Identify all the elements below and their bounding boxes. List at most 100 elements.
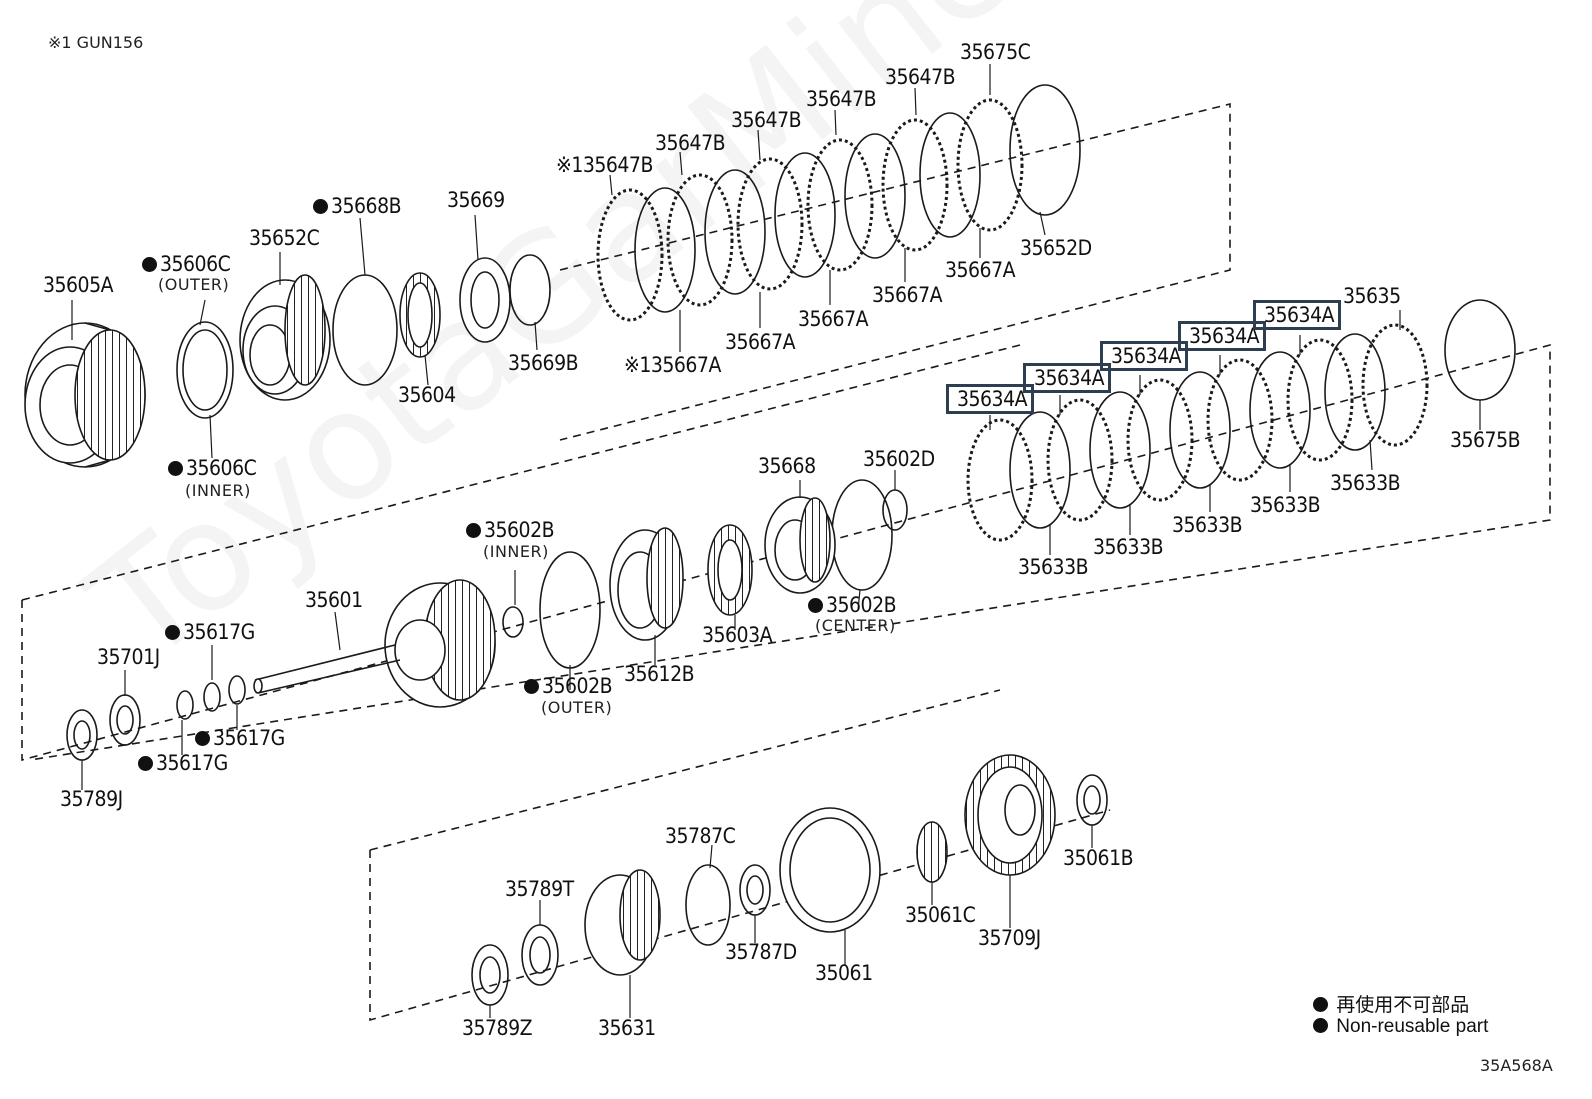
label-35647B-5[interactable]: ※135647B [556, 153, 653, 177]
nonreusable-dot-icon [313, 199, 328, 214]
label-35602B-center[interactable]: 35602B [808, 595, 897, 616]
label-35601[interactable]: 35601 [305, 588, 363, 612]
label-35652C[interactable]: 35652C [249, 226, 320, 250]
ring-35617G-a [228, 675, 246, 705]
label-35602B-inner[interactable]: 35602B [466, 520, 555, 541]
label-35709J[interactable]: 35709J [978, 926, 1041, 950]
label-35633B-5[interactable]: 35633B [1018, 555, 1089, 579]
label-35631[interactable]: 35631 [598, 1016, 656, 1040]
sublabel-inner: (INNER) [185, 481, 251, 500]
label-35633B-1[interactable]: 35633B [1330, 471, 1401, 495]
label-35606C-outer[interactable]: 35606C [142, 254, 231, 275]
label-35634A-2[interactable]: 35634A [1034, 366, 1105, 390]
label-35647B-1[interactable]: 35647B [885, 65, 956, 89]
label-35602D[interactable]: 35602D [863, 447, 935, 471]
clutch-pack-top [596, 84, 1081, 322]
nonreusable-dot-icon [138, 756, 153, 771]
label-35634A-4[interactable]: 35634A [1189, 324, 1260, 348]
label-35634A-1[interactable]: 35634A [957, 387, 1028, 411]
label-35602B-outer[interactable]: 35602B [524, 676, 613, 697]
nonreusable-dot-icon [165, 625, 180, 640]
label-35605A[interactable]: 35605A [43, 273, 114, 297]
bearing-35789T [521, 924, 559, 986]
highlight-box [1023, 363, 1111, 393]
label-35652D[interactable]: 35652D [1020, 236, 1092, 260]
label-35668[interactable]: 35668 [758, 454, 816, 478]
label-35647B-2[interactable]: 35647B [806, 87, 877, 111]
highlight-box [1253, 300, 1341, 330]
piston-35668 [764, 496, 836, 594]
bearing-35789Z [471, 944, 509, 1006]
legend-en: Non-reusable part [1313, 1016, 1488, 1038]
dashed-boundary-middle [21, 343, 1551, 762]
label-35603A[interactable]: 35603A [702, 623, 773, 647]
oring-35602B-center [831, 479, 893, 591]
label-35061B[interactable]: 35061B [1063, 846, 1134, 870]
label-35667A-3[interactable]: 35667A [798, 307, 869, 331]
bearing-35061B [1076, 774, 1108, 826]
gear-35631 [584, 869, 661, 976]
highlight-box [946, 384, 1034, 414]
label-35789Z[interactable]: 35789Z [462, 1016, 533, 1040]
label-35633B-2[interactable]: 35633B [1250, 493, 1321, 517]
label-35675B[interactable]: 35675B [1450, 428, 1521, 452]
highlight-box [1100, 341, 1188, 371]
nonreusable-dot-icon [195, 731, 210, 746]
label-35633B-4[interactable]: 35633B [1093, 535, 1164, 559]
drum-35612B [609, 527, 684, 641]
ring-35669B [509, 254, 551, 326]
oring-35602B-outer [539, 551, 601, 669]
label-35647B-3[interactable]: 35647B [731, 108, 802, 132]
ring-35617G-b [203, 682, 221, 712]
drum-35605A [24, 322, 146, 468]
label-35061C[interactable]: 35061C [905, 903, 976, 927]
label-35633B-3[interactable]: 35633B [1172, 513, 1243, 537]
sublabel-center: (CENTER) [815, 616, 896, 635]
shaft-35601 [253, 579, 496, 708]
label-35668B[interactable]: 35668B [313, 196, 402, 217]
label-35604[interactable]: 35604 [398, 383, 456, 407]
nonreusable-dot-icon [808, 598, 823, 613]
label-35647B-4[interactable]: 35647B [655, 131, 726, 155]
label-35634A-3[interactable]: 35634A [1111, 344, 1182, 368]
washer-35787D [739, 864, 771, 916]
label-35612B[interactable]: 35612B [624, 662, 695, 686]
label-35669B[interactable]: 35669B [508, 351, 579, 375]
label-35701J[interactable]: 35701J [97, 645, 160, 669]
label-35667A-2[interactable]: 35667A [872, 283, 943, 307]
label-35667A-4[interactable]: 35667A [725, 330, 796, 354]
sublabel-outer: (OUTER) [541, 698, 613, 717]
legend-jp: 再使用不可部品 [1313, 990, 1469, 1017]
label-35787D[interactable]: 35787D [725, 940, 797, 964]
oring-35668B [332, 274, 398, 386]
dashed-boundary-bottom [369, 809, 1111, 1022]
dashed-boundary-top [559, 102, 1231, 441]
label-35667A-5[interactable]: ※135667A [624, 353, 721, 377]
label-35617G-2[interactable]: 35617G [195, 728, 285, 749]
label-35617G-1[interactable]: 35617G [165, 622, 255, 643]
nonreusable-dot-icon [142, 257, 157, 272]
plate-35787C [685, 864, 731, 946]
nonreusable-dot-icon [1313, 997, 1328, 1012]
label-35635[interactable]: 35635 [1343, 284, 1401, 308]
label-35634A-5[interactable]: 35634A [1264, 303, 1335, 327]
label-35667A-1[interactable]: 35667A [945, 258, 1016, 282]
leader-lines [71, 64, 1481, 1018]
ring-35617G-c [176, 690, 194, 720]
gear-35709J [964, 754, 1056, 876]
label-35606C-inner[interactable]: 35606C [168, 458, 257, 479]
label-35061[interactable]: 35061 [815, 961, 873, 985]
nonreusable-dot-icon [168, 461, 183, 476]
label-35617G-3[interactable]: 35617G [138, 753, 228, 774]
nonreusable-dot-icon [1313, 1018, 1328, 1033]
label-35789T[interactable]: 35789T [505, 877, 574, 901]
sublabel-inner: (INNER) [483, 542, 549, 561]
label-35789J[interactable]: 35789J [60, 787, 123, 811]
label-35675C[interactable]: 35675C [960, 40, 1031, 64]
piston-35652C [239, 274, 331, 401]
label-35669[interactable]: 35669 [447, 188, 505, 212]
highlight-box [1178, 321, 1266, 351]
ring-35602D [882, 489, 908, 531]
label-35787C[interactable]: 35787C [665, 824, 736, 848]
